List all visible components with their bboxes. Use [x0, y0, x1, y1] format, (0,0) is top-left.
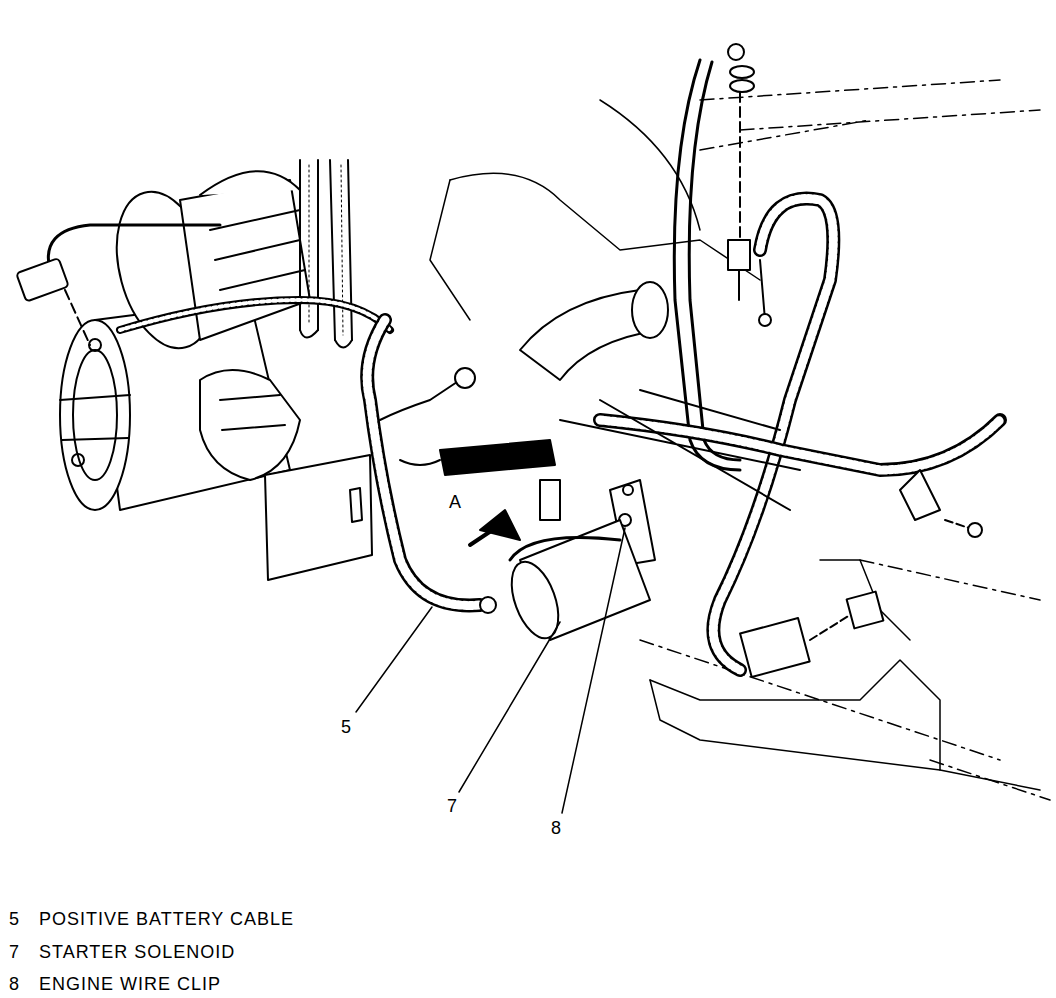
- callout-number: 5: [340, 717, 353, 737]
- callout-number: 8: [8, 974, 21, 994]
- view-letter: A: [448, 492, 463, 512]
- callout-number: 8: [550, 818, 563, 838]
- part-name: POSITIVE BATTERY CABLE: [38, 909, 295, 929]
- callout-number: 5: [8, 909, 21, 929]
- callout-number: 7: [446, 796, 459, 816]
- part-name: ENGINE WIRE CLIP: [38, 974, 222, 994]
- part-name: STARTER SOLENOID: [38, 942, 236, 962]
- callout-number: 7: [8, 942, 21, 962]
